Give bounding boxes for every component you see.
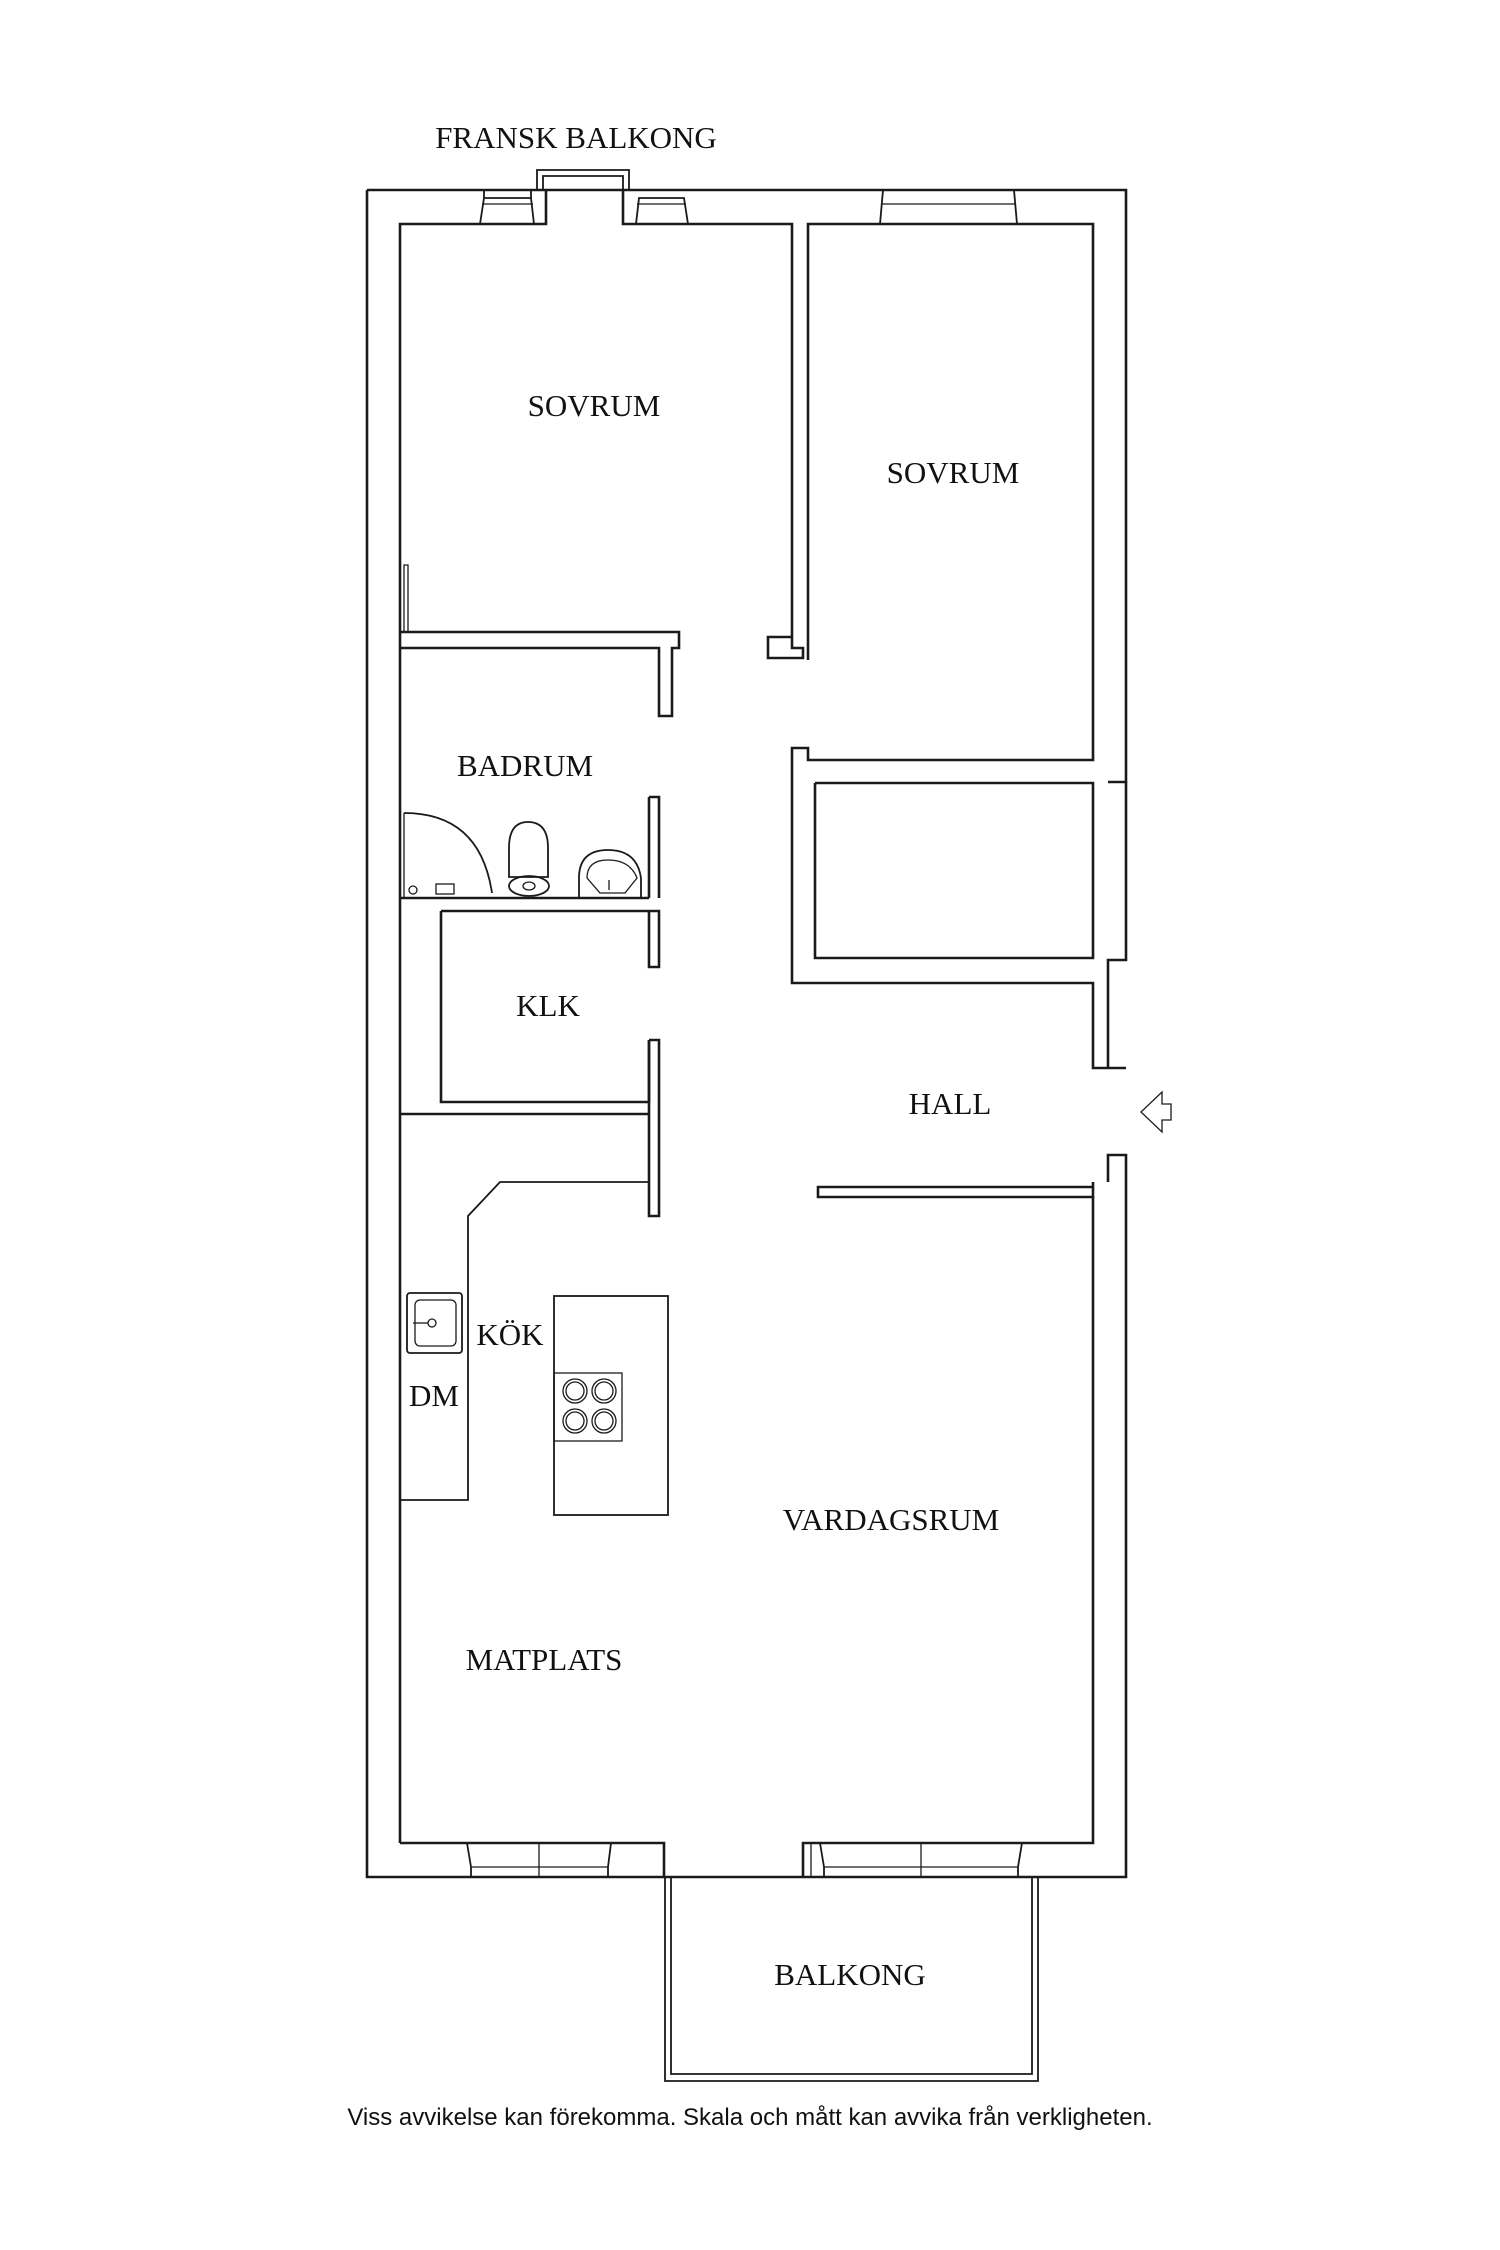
disclaimer-text: Viss avvikelse kan förekomma. Skala och … [347, 2104, 1153, 2131]
room-label-sovrum-1: SOVRUM [528, 388, 661, 423]
room-label-badrum: BADRUM [457, 748, 593, 783]
window-top-left-1 [479, 190, 535, 225]
toilet-icon [508, 821, 550, 897]
balcony-outline [664, 1877, 1039, 2082]
window-bottom-left [466, 1842, 612, 1877]
window-top-right [879, 189, 1018, 225]
room-label-vardagsrum: VARDAGSRUM [783, 1502, 1000, 1537]
stove-icon [562, 1378, 617, 1434]
window-top-left-2 [635, 197, 689, 225]
room-label-matplats: MATPLATS [466, 1642, 623, 1677]
room-label-balkong: BALKONG [774, 1957, 926, 1992]
room-label-sovrum-2: SOVRUM [887, 455, 1020, 490]
fransk-balkong-label: FRANSK BALKONG [435, 120, 717, 155]
kitchen-sink-icon [406, 1292, 463, 1354]
room-label-kok: KÖK [476, 1317, 544, 1352]
room-label-dm: DM [409, 1378, 459, 1413]
sink-icon [578, 849, 642, 898]
kitchen-island [553, 1295, 669, 1516]
entrance-arrow-icon [1140, 1090, 1172, 1134]
room-label-klk: KLK [516, 988, 580, 1023]
room-label-hall: HALL [909, 1086, 992, 1121]
interior-walls [400, 564, 681, 1501]
shower-icon [403, 812, 493, 898]
window-bottom-right [810, 1842, 1023, 1877]
outer-walls [365, 188, 1128, 1879]
french-balcony-rail [536, 169, 630, 190]
